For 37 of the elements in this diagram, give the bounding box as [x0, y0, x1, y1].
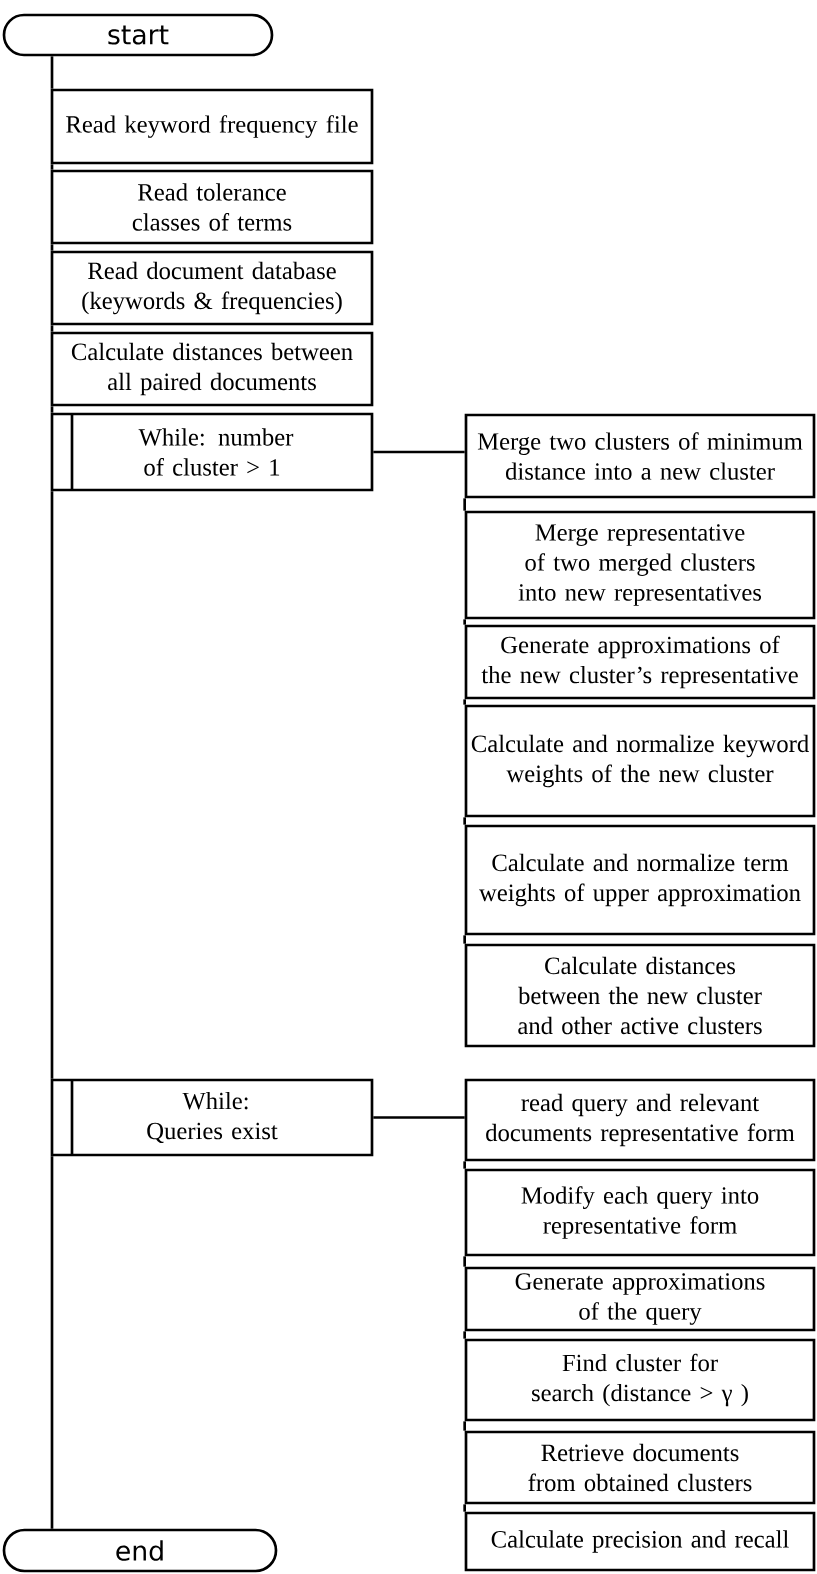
loop-box: While: Queries exist	[50, 1078, 374, 1157]
process-box: Modify each query into representative form	[464, 1168, 816, 1257]
connector-line	[463, 699, 466, 705]
process-box: Calculate distances between all paired documents	[50, 331, 374, 407]
flow-line	[50, 406, 54, 413]
flow-line	[50, 56, 54, 89]
process-box: Calculate and normalize term weights of upper approximation	[464, 824, 816, 936]
process-box: Generate approximations of the query	[464, 1266, 816, 1332]
process-box: Find cluster for search (distance > γ )	[464, 1338, 816, 1422]
process-box: read query and relevant documents representative form	[464, 1078, 816, 1162]
connector-line	[463, 935, 466, 944]
flow-line	[50, 325, 54, 332]
connector-line	[463, 1504, 466, 1512]
flow-line	[50, 491, 54, 1079]
flow-line	[50, 164, 54, 170]
process-box: Calculate distances between the new cluster and other active clusters	[464, 943, 816, 1048]
process-box: Calculate and normalize keyword weights of the new cluster	[464, 704, 816, 818]
process-box: Read keyword frequency file	[50, 88, 374, 165]
process-box: Read tolerance classes of terms	[50, 169, 374, 245]
process-box: Generate approximations of the new cluster’s representative	[464, 624, 816, 700]
loop-box: While: number of cluster > 1	[50, 412, 374, 492]
connector-line	[373, 450, 465, 454]
process-box: Calculate precision and recall	[464, 1511, 816, 1572]
connector-line	[463, 1331, 466, 1339]
connector-line	[463, 619, 466, 625]
connector-line	[463, 1161, 466, 1169]
flow-line	[50, 244, 54, 251]
process-box: Merge two clusters of minimum distance into a new cluster	[464, 413, 816, 499]
connector-line	[463, 1256, 466, 1267]
process-box: Retrieve documents from obtained clusters	[464, 1430, 816, 1505]
connector-line	[463, 1421, 466, 1431]
process-box: Read document database (keywords & frequencies)	[50, 250, 374, 326]
connector-line	[463, 817, 466, 825]
process-box: Merge representative of two merged clusters into new representatives	[464, 510, 816, 620]
connector-line	[463, 498, 466, 511]
connector-line	[373, 1116, 465, 1119]
flow-line	[50, 1156, 54, 1529]
